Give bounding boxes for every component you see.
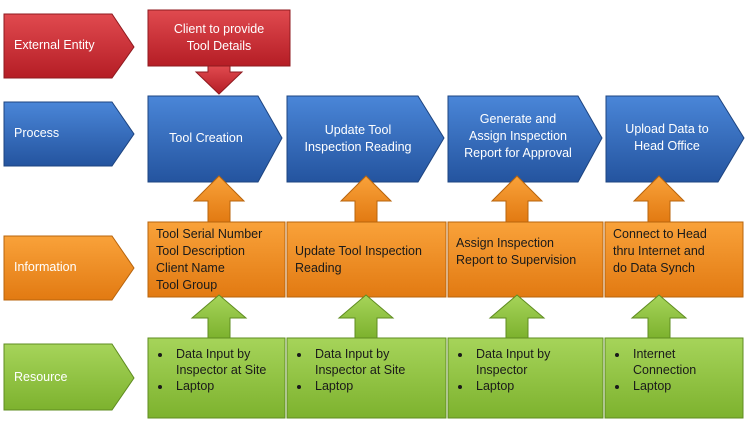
resource-box-3-list: Data Input by Inspector Laptop bbox=[456, 346, 616, 394]
process-step-4-label: Upload Data to Head Office bbox=[625, 122, 709, 153]
resource-item: Laptop bbox=[472, 378, 616, 394]
row-label-external-entity: External Entity bbox=[14, 38, 95, 52]
process-step-4-chevron bbox=[605, 95, 745, 183]
information-box-2 bbox=[286, 221, 447, 298]
information-box-4-text: Connect to Head thru Internet and do Dat… bbox=[613, 227, 707, 275]
resource-item: Laptop bbox=[629, 378, 750, 394]
information-box-1 bbox=[147, 221, 286, 298]
row-label-process-arrow bbox=[3, 101, 135, 167]
resource-item: Laptop bbox=[311, 378, 459, 394]
resource-box-2 bbox=[286, 337, 447, 419]
row-label-resource-arrow bbox=[3, 343, 135, 411]
resource-up-arrow-2 bbox=[337, 294, 395, 339]
info-up-arrow-2 bbox=[339, 175, 393, 223]
info-up-arrow-1 bbox=[192, 175, 246, 223]
row-label-external-entity-arrow bbox=[3, 13, 135, 79]
information-box-3-text: Assign Inspection Report to Supervision bbox=[456, 236, 577, 267]
resource-item: Laptop bbox=[172, 378, 298, 394]
row-label-process: Process bbox=[14, 126, 60, 140]
resource-box-4-list: Internet Connection Laptop bbox=[613, 346, 750, 394]
resource-up-arrow-1 bbox=[190, 294, 248, 339]
process-step-3-label: Generate and Assign Inspection Report fo… bbox=[464, 112, 572, 160]
resource-box-3 bbox=[447, 337, 604, 419]
resource-up-arrow-3 bbox=[488, 294, 546, 339]
resource-up-arrow-4 bbox=[630, 294, 688, 339]
resource-item: Data Input by Inspector at Site bbox=[311, 346, 459, 378]
resource-box-4 bbox=[604, 337, 744, 419]
process-step-1-label: Tool Creation bbox=[169, 131, 243, 145]
process-step-1-chevron bbox=[147, 95, 283, 183]
client-box bbox=[147, 9, 291, 67]
resource-box-1-list: Data Input by Inspector at Site Laptop bbox=[156, 346, 298, 394]
resource-item: Data Input by Inspector bbox=[472, 346, 616, 378]
resource-item: Data Input by Inspector at Site bbox=[172, 346, 298, 378]
resource-box-1 bbox=[147, 337, 286, 419]
resource-item: Internet Connection bbox=[629, 346, 750, 378]
process-step-3-chevron bbox=[447, 95, 603, 183]
client-box-label: Client to provide Tool Details bbox=[173, 22, 265, 53]
information-box-3 bbox=[447, 221, 604, 298]
information-box-4 bbox=[604, 221, 744, 298]
process-step-2-label: Update Tool Inspection Reading bbox=[304, 123, 412, 154]
row-label-information: Information bbox=[14, 260, 77, 274]
info-up-arrow-4 bbox=[632, 175, 686, 223]
process-step-2-chevron bbox=[286, 95, 445, 183]
client-down-arrow bbox=[194, 65, 244, 95]
info-up-arrow-3 bbox=[490, 175, 544, 223]
row-label-resource: Resource bbox=[14, 370, 68, 384]
information-box-1-text: Tool Serial Number Tool Description Clie… bbox=[156, 227, 263, 292]
resource-box-2-list: Data Input by Inspector at Site Laptop bbox=[295, 346, 459, 394]
information-box-2-text: Update Tool Inspection Reading bbox=[295, 244, 422, 275]
row-label-information-arrow bbox=[3, 235, 135, 301]
